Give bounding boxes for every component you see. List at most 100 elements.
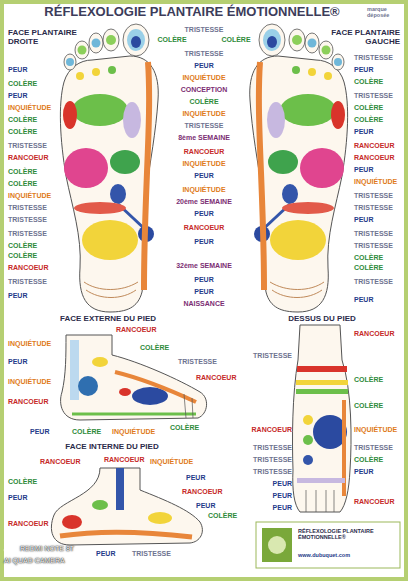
emotion-label: 32ème SEMAINE [176, 262, 232, 270]
emotion-label: PEUR [273, 504, 292, 512]
emotion-label: COLÈRE [354, 104, 383, 112]
emotion-label: TRISTESSE [354, 192, 393, 200]
emotion-label: CONCEPTION [181, 86, 228, 94]
poster-title: RÉFLEXOLOGIE PLANTAIRE ÉMOTIONNELLE® [44, 5, 339, 20]
emotion-label: NAISSANCE [183, 300, 224, 308]
emotion-label: TRISTESSE [354, 444, 393, 452]
emotion-label: COLÈRE [354, 78, 383, 86]
section-heading: FACE INTERNE DU PIED [65, 442, 158, 451]
emotion-label: COLÈRE [354, 264, 383, 272]
emotion-label: TRISTESSE [354, 204, 393, 212]
emotion-label: PEUR [194, 62, 213, 70]
emotion-label: TRISTESSE [354, 278, 393, 286]
emotion-label: TRISTESSE [354, 54, 393, 62]
emotion-label: TRISTESSE [8, 204, 47, 212]
emotion-label: PEUR [8, 292, 27, 300]
emotion-label: COLÈRE [8, 116, 37, 124]
emotion-label: COLÈRE [8, 180, 37, 188]
emotion-label: TRISTESSE [253, 444, 292, 452]
emotion-label: RANCOEUR [8, 154, 48, 162]
section-heading: DESSUS DU PIED [288, 314, 356, 323]
emotion-label: RÉFLEXOLOGIE PLANTAIRE ÉMOTIONNELLE® [298, 528, 396, 541]
emotion-label: COLÈRE [354, 376, 383, 384]
emotion-label: TRISTESSE [354, 242, 393, 250]
emotion-label: PEUR [273, 492, 292, 500]
emotion-label: TRISTESSE [132, 550, 171, 558]
emotion-label: COLÈRE [8, 242, 37, 250]
emotion-label: COLÈRE [208, 512, 237, 520]
emotion-label: RANCOEUR [182, 488, 222, 496]
emotion-label: PEUR [8, 92, 27, 100]
emotion-label: COLÈRE [8, 478, 37, 486]
emotion-label: COLÈRE [8, 80, 37, 88]
emotion-label: COLÈRE [354, 254, 383, 262]
section-heading: FACE PLANTAIRE DROITE [8, 28, 92, 46]
emotion-label: www.dubuquet.com [298, 552, 350, 558]
emotion-label: AI QUAD CAMERA [4, 557, 65, 565]
emotion-label: TRISTESSE [8, 230, 47, 238]
emotion-label: INQUIÉTUDE [182, 186, 225, 194]
emotion-label: RANCOEUR [104, 456, 144, 464]
emotion-label: INQUIÉTUDE [8, 378, 51, 386]
emotion-label: COLÈRE [189, 98, 218, 106]
emotion-label: TRISTESSE [185, 50, 224, 58]
emotion-label: COLÈRE [8, 128, 37, 136]
emotion-label: PEUR [354, 128, 373, 136]
emotion-label: COLÈRE [221, 36, 250, 44]
emotion-label: RANCOEUR [8, 264, 48, 272]
emotion-label: TRISTESSE [253, 352, 292, 360]
emotion-label: REDMI NOTE 8T [20, 545, 74, 553]
emotion-label: RANCOEUR [184, 224, 224, 232]
emotion-label: INQUIÉTUDE [150, 458, 193, 466]
emotion-label: TRISTESSE [185, 122, 224, 130]
emotion-label: PEUR [194, 288, 213, 296]
emotion-label: PEUR [194, 210, 213, 218]
emotion-label: 20ème SEMAINE [176, 198, 232, 206]
emotion-label: PEUR [8, 358, 27, 366]
emotion-label: INQUIÉTUDE [8, 104, 51, 112]
emotion-label: COLÈRE [72, 428, 101, 436]
emotion-label: COLÈRE [157, 36, 186, 44]
emotion-label: TRISTESSE [178, 358, 217, 366]
emotion-label: COLÈRE [354, 402, 383, 410]
emotion-label: INQUIÉTUDE [8, 340, 51, 348]
emotion-label: RANCOEUR [184, 148, 224, 156]
emotion-label: PEUR [354, 296, 373, 304]
emotion-label: PEUR [96, 550, 115, 558]
emotion-label: TRISTESSE [253, 468, 292, 476]
emotion-label: PEUR [354, 468, 373, 476]
emotion-label: TRISTESSE [253, 456, 292, 464]
emotion-label: 8ème SEMAINE [178, 134, 230, 142]
emotion-label: INQUIÉTUDE [8, 192, 51, 200]
emotion-label: RANCOEUR [252, 426, 292, 434]
emotion-label: TRISTESSE [8, 142, 47, 150]
emotion-label: PEUR [186, 474, 205, 482]
emotion-label: RANCOEUR [196, 374, 236, 382]
emotion-label: RANCOEUR [8, 398, 48, 406]
emotion-label: COLÈRE [8, 252, 37, 260]
emotion-label: INQUIÉTUDE [182, 110, 225, 118]
emotion-label: PEUR [194, 238, 213, 246]
emotion-label: RANCOEUR [354, 142, 394, 150]
emotion-label: PEUR [8, 494, 27, 502]
emotion-label: TRISTESSE [354, 92, 393, 100]
emotion-label: TRISTESSE [354, 230, 393, 238]
emotion-label: PEUR [354, 166, 373, 174]
emotion-label: PEUR [196, 502, 215, 510]
emotion-label: TRISTESSE [8, 278, 47, 286]
emotion-label: PEUR [8, 66, 27, 74]
emotion-label: COLÈRE [170, 424, 199, 432]
section-heading: FACE EXTERNE DU PIED [60, 314, 156, 323]
emotion-label: RANCOEUR [116, 326, 156, 334]
emotion-label: COLÈRE [354, 456, 383, 464]
emotion-label: COLÈRE [8, 168, 37, 176]
emotion-label: PEUR [354, 66, 373, 74]
emotion-label: PEUR [194, 172, 213, 180]
emotion-label: RANCOEUR [354, 330, 394, 338]
emotion-label: RANCOEUR [354, 154, 394, 162]
emotion-label: RANCOEUR [354, 498, 394, 506]
emotion-label: PEUR [194, 276, 213, 284]
emotion-label: RANCOEUR [40, 458, 80, 466]
emotion-label: TRISTESSE [8, 216, 47, 224]
